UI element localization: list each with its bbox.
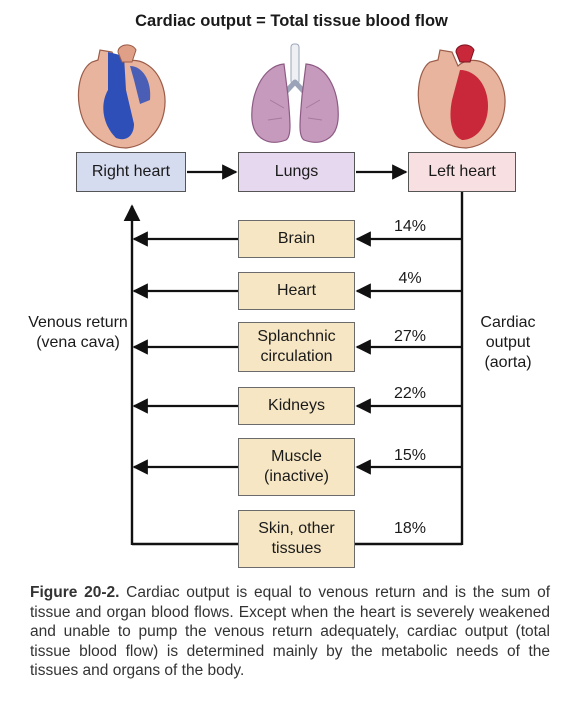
organ-label: Skin, other tissues — [258, 520, 335, 557]
organ-label: Muscle (inactive) — [264, 448, 329, 485]
organ-box-kidneys: Kidneys — [238, 387, 355, 425]
percent-skin: 18% — [393, 520, 427, 537]
lungs-illustration — [251, 43, 339, 143]
percent-kidneys: 22% — [393, 385, 427, 402]
organ-label: Brain — [277, 230, 316, 247]
organ-box-splanchnic: Splanchnic circulation — [238, 322, 355, 372]
organ-box-skin: Skin, other tissues — [238, 510, 355, 568]
left-heart-label: Left heart — [428, 163, 496, 180]
organ-label: Splanchnic circulation — [257, 328, 336, 365]
organ-box-heart: Heart — [238, 272, 355, 310]
venous-return-label: Venous return (vena cava) — [28, 314, 128, 351]
diagram-title: Cardiac output = Total tissue blood flow — [135, 12, 448, 30]
caption-text: Cardiac output is equal to venous return… — [30, 584, 550, 679]
cardiac-output-label: Cardiac output (aorta) — [480, 314, 536, 371]
percent-splanchnic: 27% — [393, 328, 427, 345]
percent-heart: 4% — [398, 270, 422, 287]
organ-box-brain: Brain — [238, 220, 355, 258]
lungs-label: Lungs — [274, 163, 319, 180]
organ-label: Heart — [276, 282, 317, 299]
left-heart-box: Left heart — [408, 152, 516, 192]
right-heart-box: Right heart — [76, 152, 186, 192]
percent-brain: 14% — [393, 218, 427, 235]
organ-box-muscle: Muscle (inactive) — [238, 438, 355, 496]
right-heart-label: Right heart — [91, 163, 171, 180]
figure-caption: Figure 20-2. Cardiac output is equal to … — [30, 583, 550, 681]
percent-muscle: 15% — [393, 447, 427, 464]
organ-label: Kidneys — [268, 397, 325, 414]
figure-number: Figure 20-2. — [30, 584, 120, 601]
right-heart-illustration — [77, 44, 166, 149]
lungs-box: Lungs — [238, 152, 355, 192]
organ-arrows — [132, 231, 462, 475]
left-heart-illustration — [417, 44, 506, 149]
